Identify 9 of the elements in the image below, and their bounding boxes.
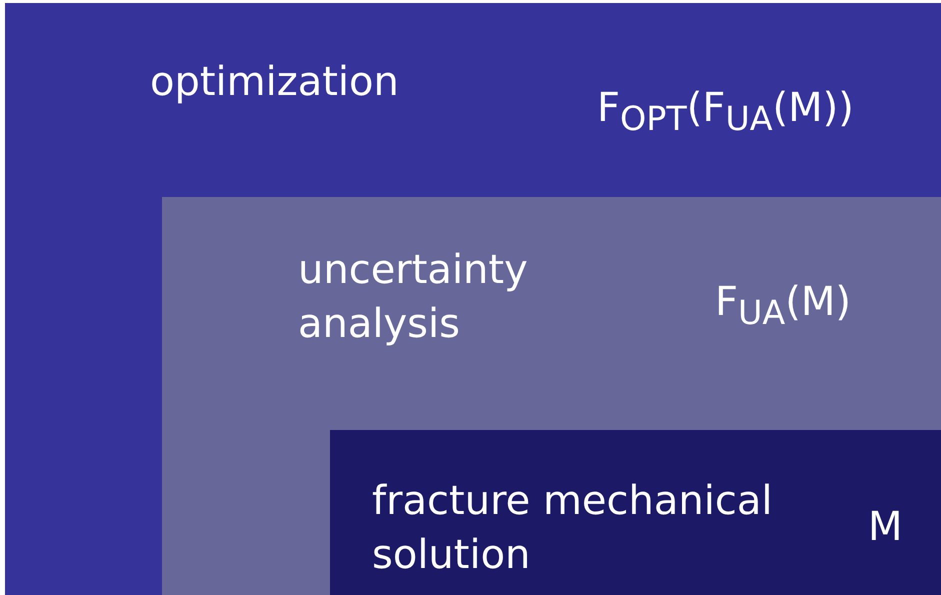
nested-panel <box>330 430 941 595</box>
nested-panel <box>162 197 941 595</box>
panel-heading: uncertainty analysis <box>298 246 529 349</box>
panel-heading: optimization <box>150 58 400 107</box>
formula-label: M <box>868 503 903 552</box>
formula-label: F$_{UA}$(M) <box>715 278 851 334</box>
panel-heading: fracture mechanical solution <box>372 477 774 580</box>
nested-panel <box>5 3 941 595</box>
formula-label: F$_{OPT}$(F$_{UA}$(M)) <box>597 84 854 140</box>
